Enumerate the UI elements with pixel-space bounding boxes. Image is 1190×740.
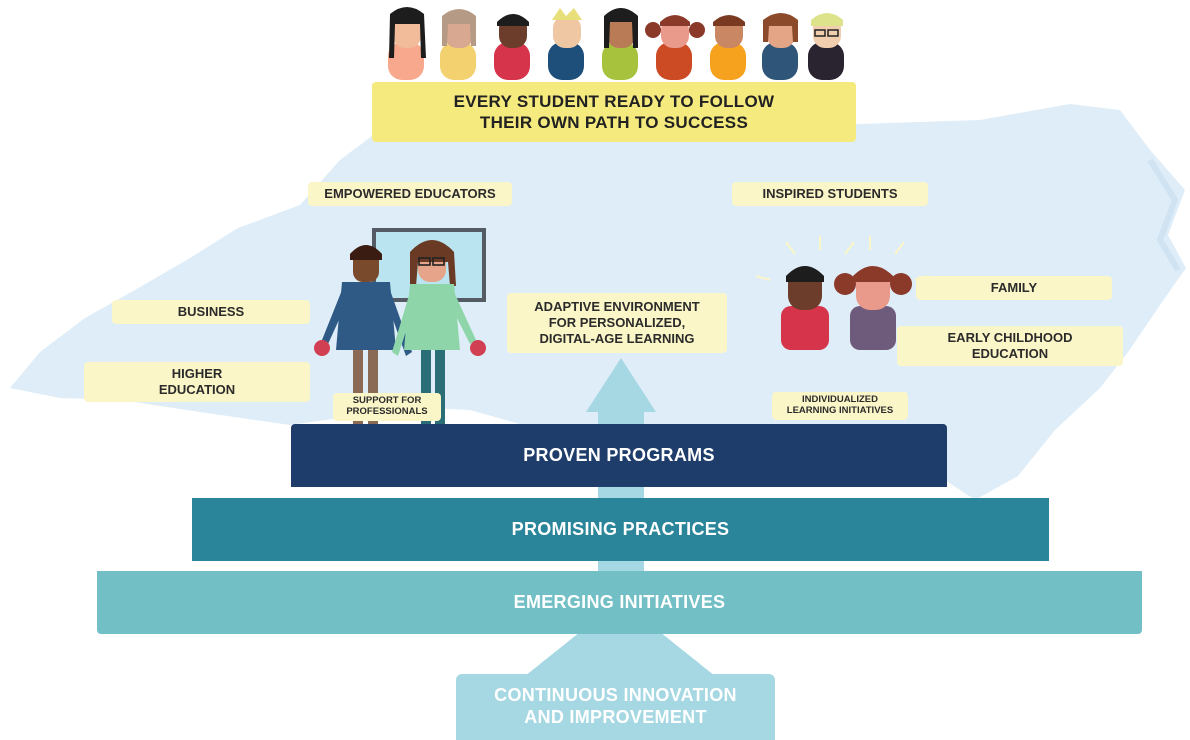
goal-line-2: THEIR OWN PATH TO SUCCESS xyxy=(479,113,749,132)
student-avatar-6 xyxy=(645,15,705,80)
student-avatar-4 xyxy=(548,8,584,80)
tier-proven-programs: PROVEN PROGRAMS xyxy=(291,424,947,487)
student-avatar-7 xyxy=(710,15,746,80)
label-individualized-learning: INDIVIDUALIZED LEARNING INITIATIVES xyxy=(772,392,908,420)
student-avatar-8 xyxy=(762,13,798,80)
student-avatar-2 xyxy=(440,9,476,80)
student-avatar-9 xyxy=(808,13,844,80)
tier-emerging-initiatives: EMERGING INITIATIVES xyxy=(97,571,1142,634)
up-arrow-icon xyxy=(586,358,656,412)
goal-banner: EVERY STUDENT READY TO FOLLOW THEIR OWN … xyxy=(372,82,856,142)
students-illustration xyxy=(755,236,930,350)
goal-line-1: EVERY STUDENT READY TO FOLLOW xyxy=(453,91,775,111)
student-avatars-row xyxy=(388,7,844,80)
tier-continuous-innovation: CONTINUOUS INNOVATION AND IMPROVEMENT xyxy=(456,674,775,740)
label-adaptive-environment: ADAPTIVE ENVIRONMENT FOR PERSONALIZED, D… xyxy=(507,293,727,353)
pyramid-shadow xyxy=(520,600,720,680)
tier-promising-practices: PROMISING PRACTICES xyxy=(192,498,1049,561)
student-avatar-5 xyxy=(602,8,638,80)
coast-island-detail xyxy=(1147,158,1181,272)
label-higher-education: HIGHER EDUCATION xyxy=(84,362,310,402)
label-early-childhood-education: EARLY CHILDHOOD EDUCATION xyxy=(897,326,1123,366)
label-support-for-professionals: SUPPORT FOR PROFESSIONALS xyxy=(333,393,441,421)
label-inspired-students: INSPIRED STUDENTS xyxy=(732,182,928,206)
label-business: BUSINESS xyxy=(112,300,310,324)
student-avatar-1 xyxy=(388,7,426,80)
label-empowered-educators: EMPOWERED EDUCATORS xyxy=(308,182,512,206)
student-avatar-3 xyxy=(494,14,530,80)
educators-illustration xyxy=(314,228,486,424)
label-family: FAMILY xyxy=(916,276,1112,300)
